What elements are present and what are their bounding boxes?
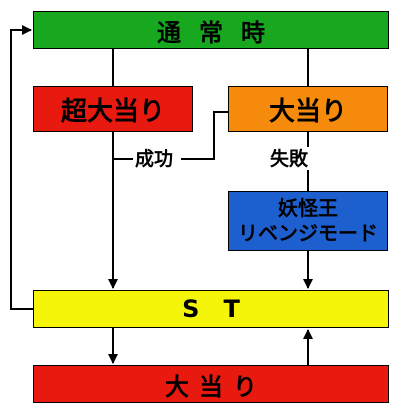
bottom-big-hit-box: 大当り — [33, 365, 389, 403]
big-hit-box: 大当り — [228, 86, 388, 132]
loop-arrow-st-to-normal — [10, 25, 33, 310]
normal-state-box: 通常時 — [33, 11, 389, 49]
revenge-mode-line2: リベンジモード — [238, 221, 378, 245]
revenge-mode-box: 妖怪王 リベンジモード — [228, 191, 388, 251]
big-hit-label: 大当り — [268, 96, 347, 127]
success-label: 成功 — [135, 148, 174, 170]
st-label: ST — [182, 295, 264, 323]
fail-label: 失敗 — [270, 148, 309, 170]
line-success-to-big — [181, 111, 228, 160]
super-big-hit-label: 超大当り — [60, 96, 165, 127]
st-box: ST — [33, 290, 389, 328]
bottom-big-hit-label: 大当り — [165, 372, 267, 401]
revenge-mode-line1: 妖怪王 — [278, 196, 338, 220]
super-big-hit-box: 超大当り — [33, 86, 193, 132]
normal-state-label: 通常時 — [157, 18, 283, 47]
